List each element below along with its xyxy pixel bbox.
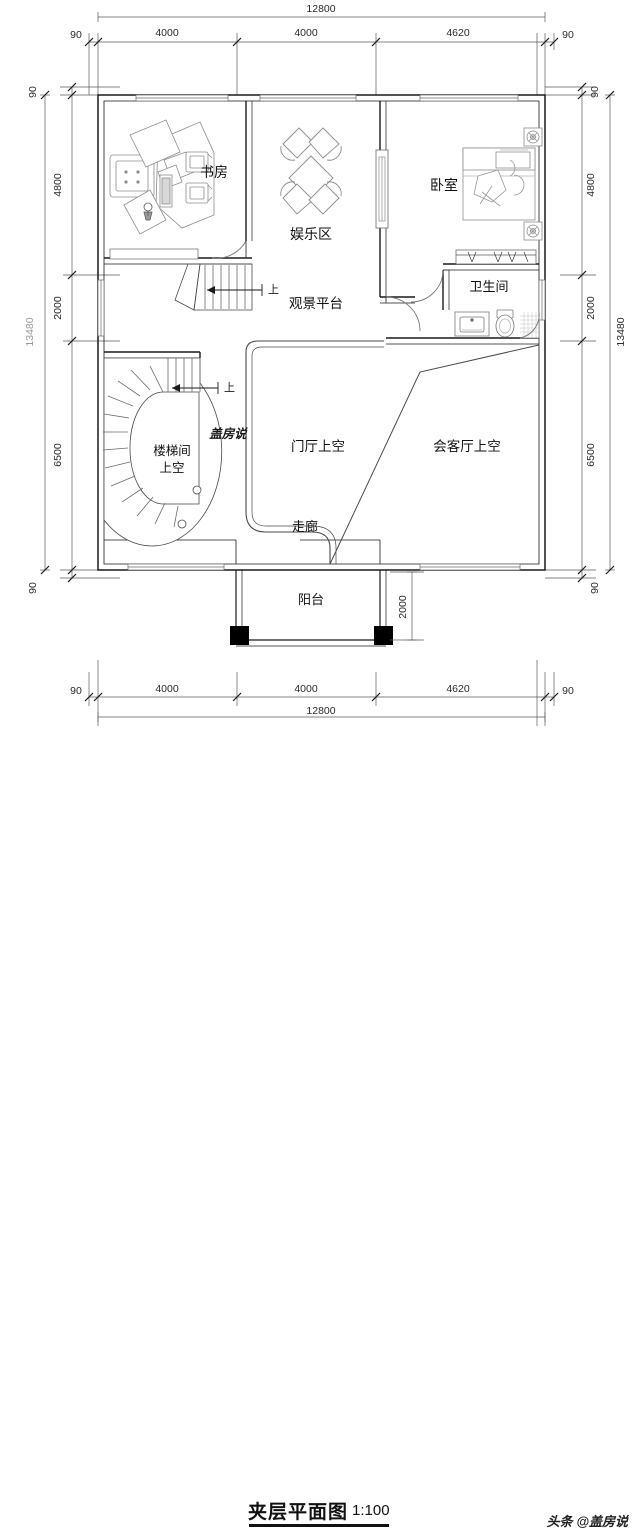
dim-top-seg-3: 4620 — [446, 27, 470, 39]
exterior-windows — [97, 94, 546, 571]
nightstand-top — [523, 127, 543, 147]
dim-right-seg-1: 4800 — [585, 173, 597, 197]
game-chair-nw — [280, 127, 314, 161]
dimension-labels-top: 12800 90 4000 4000 4620 90 — [70, 3, 574, 41]
dim-right-seg-3: 6500 — [585, 443, 597, 467]
dim-left-seg-2: 2000 — [52, 296, 64, 320]
dim-bottom-overall: 12800 — [306, 705, 335, 717]
attribution: 头条 @盖房说 — [547, 1511, 628, 1530]
game-chair-ne — [308, 127, 342, 161]
sofa — [109, 154, 155, 198]
nightstand-bottom — [523, 221, 543, 241]
drawing-scale: 1:100 — [352, 1502, 390, 1519]
dim-left-overall: 13480 — [24, 317, 36, 346]
game-chair-se — [308, 181, 342, 215]
dimension-group-left — [40, 82, 120, 583]
title-block: 夹层平面图 1:100 头条 @盖房说 — [0, 745, 640, 1529]
dim-left-seg-3: 6500 — [52, 443, 64, 467]
room-label-viewing-platform: 观景平台 — [289, 296, 343, 311]
dim-left-seg-4: 90 — [27, 582, 39, 594]
study-chair-2 — [185, 182, 213, 204]
dim-top-seg-4: 90 — [562, 29, 574, 41]
stair-direction-arrow-upper — [207, 284, 263, 296]
balcony-dimension — [390, 571, 424, 641]
dim-top-seg-1: 4000 — [155, 27, 179, 39]
dim-top-overall: 12800 — [306, 3, 335, 15]
watermark-text: 盖房说 — [209, 427, 248, 441]
bathroom-fixtures — [454, 309, 540, 339]
dim-left-seg-0: 90 — [27, 86, 39, 98]
title-underline — [249, 1524, 389, 1527]
room-label-living-room-void: 会客厅上空 — [433, 438, 501, 454]
toilet — [495, 309, 515, 338]
room-label-study: 书房 — [200, 164, 228, 180]
shower-area — [519, 310, 540, 339]
room-label-entertainment: 娱乐区 — [290, 226, 332, 242]
dimension-group-right — [545, 82, 615, 583]
room-label-stairwell-void-line2: 上空 — [159, 461, 184, 475]
room-label-foyer-void: 门厅上空 — [291, 439, 345, 454]
dim-bottom-seg-3: 4620 — [446, 683, 470, 695]
room-label-bathroom: 卫生间 — [469, 279, 508, 294]
floor-plan-canvas: 12800 90 4000 4000 4620 90 — [24, 3, 627, 726]
dimension-group-top — [84, 12, 559, 95]
bed — [462, 147, 536, 221]
dim-right-seg-4: 90 — [589, 582, 601, 594]
dim-bottom-seg-1: 4000 — [155, 683, 179, 695]
dimension-labels-left: 13480 90 4800 2000 6500 90 — [24, 86, 64, 594]
balcony-column-right — [374, 626, 393, 645]
room-label-balcony: 阳台 — [298, 592, 324, 607]
study-furniture — [109, 119, 215, 235]
dim-top-seg-2: 4000 — [294, 27, 318, 39]
dim-right-seg-0: 90 — [589, 86, 601, 98]
study-chair-1 — [185, 151, 213, 173]
computer — [159, 174, 173, 208]
floor-plan-drawing: 12800 90 4000 4000 4620 90 — [0, 3, 640, 1529]
room-label-stairwell-void-line1: 楼梯间 — [153, 443, 191, 458]
dim-balcony-depth: 2000 — [397, 595, 409, 619]
dimension-labels-bottom: 90 4000 4000 4620 90 12800 — [70, 683, 574, 717]
room-label-corridor: 走廊 — [292, 519, 318, 534]
dim-top-seg-0: 90 — [70, 29, 82, 41]
sink — [454, 311, 490, 337]
balcony — [230, 570, 393, 647]
dim-left-seg-1: 4800 — [52, 173, 64, 197]
floor-lamp — [143, 202, 153, 221]
dimension-labels-right: 13480 90 4800 2000 6500 90 — [585, 86, 627, 594]
void-outline — [245, 340, 540, 565]
room-labels: 书房 娱乐区 卧室 卫生间 观景平台 楼梯间 上空 门厅上空 会客厅上空 走廊 … — [153, 164, 508, 607]
attribution-handle: @盖房说 — [576, 1514, 628, 1529]
drawing-title: 夹层平面图 — [248, 1502, 349, 1523]
dim-bottom-seg-4: 90 — [562, 685, 574, 697]
balcony-column-left — [230, 626, 249, 645]
stair-up-label-lower: 上 — [224, 381, 235, 394]
dim-bottom-seg-2: 4000 — [294, 683, 318, 695]
straight-stair-upper — [174, 263, 263, 311]
bedroom-side-chair — [509, 159, 525, 196]
attribution-platform: 头条 — [546, 1514, 573, 1529]
spiral-stair-lower — [102, 357, 223, 547]
dim-right-overall: 13480 — [615, 317, 627, 346]
door-swings — [211, 240, 449, 332]
partition-window — [375, 149, 389, 229]
dim-right-seg-2: 2000 — [585, 296, 597, 320]
stair-direction-arrow-lower — [172, 382, 219, 394]
room-label-bedroom: 卧室 — [430, 177, 458, 193]
dimension-group-bottom — [84, 660, 559, 726]
dim-bottom-seg-0: 90 — [70, 685, 82, 697]
bathroom-cabinet — [455, 249, 537, 265]
bedroom-furniture — [462, 127, 543, 241]
stair-up-label-upper: 上 — [268, 283, 279, 296]
entertainment-furniture — [280, 127, 342, 215]
